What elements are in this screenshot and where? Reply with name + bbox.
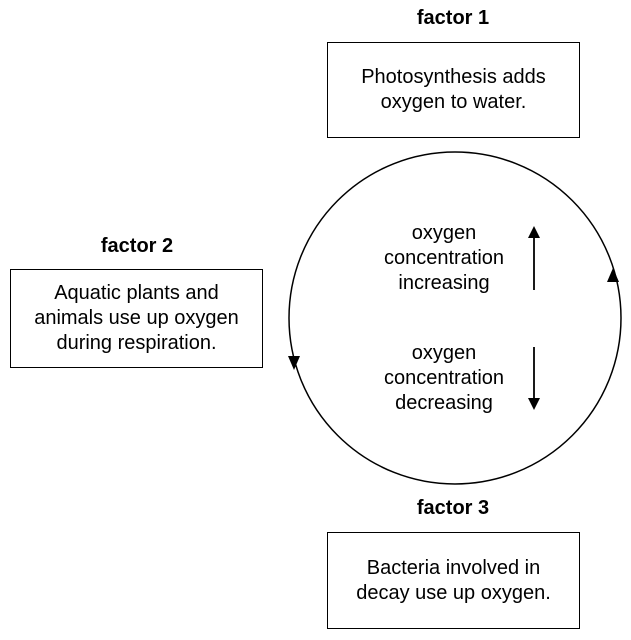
factor-3-heading: factor 3 (416, 497, 490, 519)
cycle-arrowhead-left-icon (288, 356, 300, 370)
factor-3-box: Bacteria involved in decay use up oxygen… (327, 532, 580, 629)
cycle-arrowhead-right-icon (607, 268, 619, 282)
factor-1-box: Photosynthesis adds oxygen to water. (327, 42, 580, 138)
increasing-arrow-icon (528, 226, 540, 290)
factor-2-line: during respiration. (56, 332, 217, 354)
decreasing-label-line: concentration (383, 367, 505, 389)
factor-3-line: decay use up oxygen. (356, 581, 551, 604)
factor-1-line: oxygen to water. (380, 91, 527, 113)
factor-2-line: Aquatic plants and (54, 282, 219, 304)
increasing-label-line: increasing (398, 272, 490, 294)
factor-1-heading: factor 1 (416, 7, 490, 29)
factor-2-box: Aquatic plants and animals use up oxygen… (10, 269, 263, 368)
decreasing-label-line: decreasing (395, 392, 493, 414)
factor-2-line: animals use up oxygen (34, 307, 239, 329)
cycle-circle (288, 151, 622, 485)
decreasing-label-line: oxygen (411, 342, 477, 364)
increasing-label-line: oxygen (411, 222, 477, 244)
factor-1-line: Photosynthesis adds (361, 66, 546, 88)
factor-2-heading: factor 2 (100, 235, 174, 257)
factor-3-line: Bacteria involved in (366, 556, 541, 579)
decreasing-arrow-icon (528, 347, 540, 410)
increasing-label: oxygen concentration increasing (364, 221, 524, 296)
increasing-label-line: concentration (383, 247, 505, 269)
decreasing-label: oxygen concentration decreasing (364, 341, 524, 416)
